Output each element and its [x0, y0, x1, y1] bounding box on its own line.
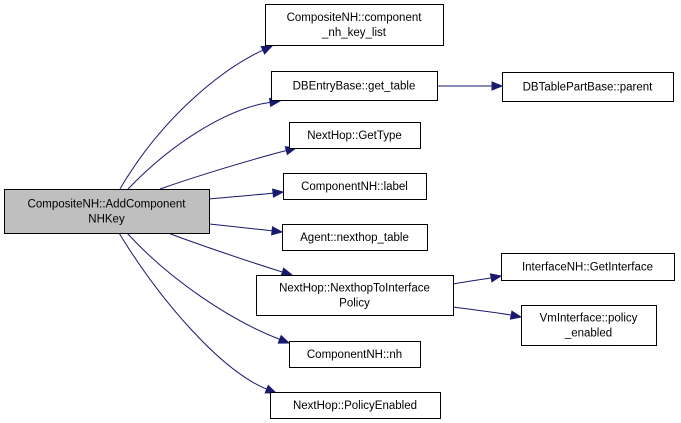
edge-root-to-nh_to_if_policy	[167, 232, 294, 277]
node-get-type[interactable]: NextHop::GetType	[289, 122, 421, 149]
edge-line	[452, 277, 492, 285]
node-box[interactable]	[4, 189, 210, 234]
node-box[interactable]	[289, 122, 421, 149]
arrowhead-icon	[280, 267, 294, 277]
node-box[interactable]	[256, 275, 454, 316]
node-label: NextHop::NexthopToInterface	[279, 283, 430, 295]
node-nexthop-table[interactable]: Agent::nexthop_table	[282, 224, 428, 251]
edge-root-to-policy_enabled	[118, 232, 278, 394]
node-label: _nh_key_list	[321, 27, 387, 39]
edge-line	[127, 101, 271, 190]
arrowhead-icon	[491, 81, 504, 91]
node-label: ComponentNH::label	[301, 181, 408, 193]
node-label[interactable]: ComponentNH::label	[283, 173, 427, 200]
edge-line	[118, 232, 267, 390]
node-policy-enabled[interactable]: NextHop::PolicyEnabled	[270, 392, 441, 419]
arrowhead-icon	[277, 334, 291, 344]
arrowhead-icon	[271, 226, 284, 236]
arrowhead-icon	[489, 273, 503, 283]
nodes-layer: CompositeNH::AddComponentNHKeyCompositeN…	[4, 4, 675, 419]
node-label: CompositeNH::AddComponent	[28, 199, 187, 211]
edge-line	[452, 306, 512, 316]
node-box[interactable]	[282, 224, 428, 251]
node-policy-enabled-vm[interactable]: VmInterface::policy_enabled	[521, 305, 657, 346]
arrowhead-icon	[272, 188, 285, 198]
node-label: Policy	[339, 298, 370, 310]
edge-get_table-to-parent	[436, 81, 504, 91]
node-component-nh-key-list[interactable]: CompositeNH::component_nh_key_list	[265, 4, 444, 46]
edge-root-to-label	[208, 188, 285, 200]
edge-line	[159, 150, 287, 190]
edge-line	[208, 223, 273, 232]
node-label: _enabled	[564, 328, 612, 340]
node-label: NHKey	[88, 214, 125, 226]
node-label: DBEntryBase::get_table	[293, 81, 416, 93]
node-box[interactable]	[502, 72, 674, 102]
node-label: ComponentNH::nh	[307, 349, 402, 361]
node-get-table[interactable]: DBEntryBase::get_table	[271, 71, 438, 101]
node-label: NextHop::GetType	[307, 130, 402, 142]
node-parent[interactable]: DBTablePartBase::parent	[502, 72, 674, 102]
node-box[interactable]	[289, 341, 421, 368]
edge-line	[208, 192, 274, 200]
node-label: InterfaceNH::GetInterface	[522, 262, 653, 274]
node-box[interactable]	[501, 253, 675, 281]
node-box[interactable]	[521, 305, 657, 346]
edge-root-to-component_nh_key_list	[119, 45, 274, 190]
node-box[interactable]	[270, 392, 441, 419]
edge-nh_to_if_policy-to-get_interface	[452, 273, 503, 285]
node-box[interactable]	[265, 4, 444, 46]
arrowhead-icon	[264, 384, 278, 394]
edge-line	[126, 232, 280, 340]
node-box[interactable]	[283, 173, 427, 200]
node-label: Agent::nexthop_table	[300, 232, 409, 244]
edge-nh_to_if_policy-to-policy_enabled_vm	[452, 306, 523, 320]
edge-root-to-nh	[126, 232, 291, 344]
node-get-interface[interactable]: InterfaceNH::GetInterface	[501, 253, 675, 281]
node-nh[interactable]: ComponentNH::nh	[289, 341, 421, 368]
node-label: NextHop::PolicyEnabled	[293, 400, 417, 412]
edge-line	[167, 232, 283, 273]
edge-root-to-get_type	[159, 146, 298, 190]
node-label: CompositeNH::component	[287, 12, 423, 24]
edge-line	[119, 49, 264, 190]
node-label: VmInterface::policy	[540, 313, 638, 325]
node-label: DBTablePartBase::parent	[523, 82, 654, 94]
arrowhead-icon	[509, 310, 523, 320]
node-box[interactable]	[271, 71, 438, 101]
arrowhead-icon	[260, 45, 274, 55]
edge-root-to-nexthop_table	[208, 223, 284, 236]
